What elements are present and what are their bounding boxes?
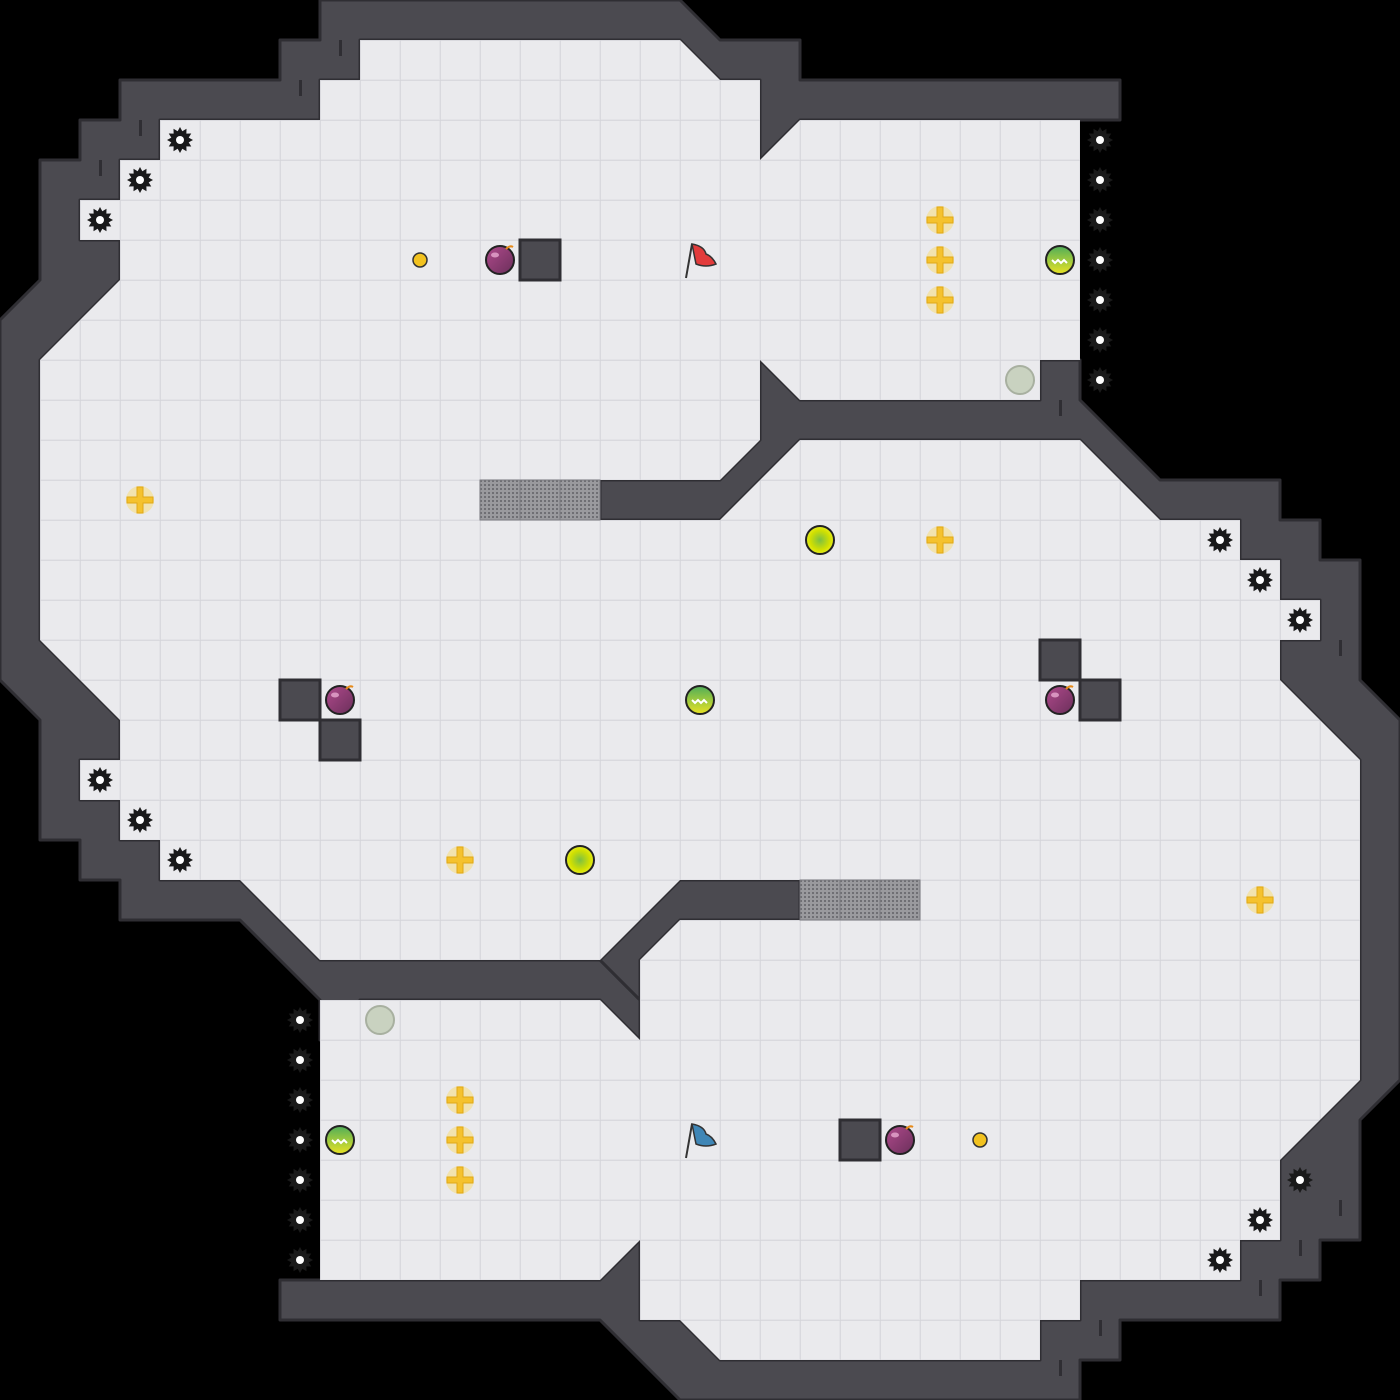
spike-icon (1087, 367, 1113, 393)
wall-block (1078, 678, 1122, 722)
spike-icon (87, 207, 113, 233)
spike-icon (287, 1127, 313, 1153)
spike-icon (1247, 1207, 1273, 1233)
gate-tile (879, 879, 921, 921)
gate-tile (479, 479, 521, 521)
bomb-icon (1045, 685, 1075, 715)
portal-icon (1005, 365, 1035, 395)
bomb-icon (885, 1125, 915, 1155)
team-boost-icon (325, 1125, 355, 1155)
powerup-icon (926, 246, 954, 274)
spike-icon (167, 847, 193, 873)
spike-icon (1247, 567, 1273, 593)
powerup-icon (1246, 886, 1274, 914)
wall-notch (339, 40, 342, 56)
spike-icon (1287, 607, 1313, 633)
team-boost-icon (685, 685, 715, 715)
bomb-icon (485, 245, 515, 275)
wall-notch (139, 120, 142, 136)
gate-tile (799, 879, 841, 921)
wall-notch (1099, 1320, 1102, 1336)
portal-icon (365, 1005, 395, 1035)
spike-icon (1087, 127, 1113, 153)
powerup-icon (926, 286, 954, 314)
spike-icon (287, 1207, 313, 1233)
gate-tile (839, 879, 881, 921)
powerup-icon (446, 1126, 474, 1154)
objects-layer (87, 40, 1342, 1376)
powerup-icon (446, 846, 474, 874)
boost-icon (565, 845, 595, 875)
spike-icon (287, 1247, 313, 1273)
boost-icon (805, 525, 835, 555)
wall-block (318, 718, 362, 762)
spike-icon (1087, 167, 1113, 193)
spike-icon (287, 1087, 313, 1113)
spike-icon (287, 1007, 313, 1033)
gate-tile (559, 479, 601, 521)
powerup-icon (446, 1166, 474, 1194)
bomb-icon (325, 685, 355, 715)
wall-notch (1339, 1200, 1342, 1216)
wall-notch (1299, 1240, 1302, 1256)
spike-icon (1287, 1167, 1313, 1193)
wall-notch (1059, 400, 1062, 416)
wall-notch (99, 160, 102, 176)
wall-notch (299, 80, 302, 96)
spike-icon (1087, 287, 1113, 313)
spike-icon (1087, 327, 1113, 353)
wall-notch (1059, 1360, 1062, 1376)
powerup-icon (126, 486, 154, 514)
gate-tile (519, 479, 561, 521)
spike-icon (1207, 527, 1233, 553)
spike-icon (287, 1167, 313, 1193)
powerup-icon (446, 1086, 474, 1114)
wall-block (838, 1118, 882, 1162)
spike-icon (87, 767, 113, 793)
powerup-icon (926, 526, 954, 554)
spike-icon (127, 807, 153, 833)
wall-notch (1339, 640, 1342, 656)
wall-block (1038, 638, 1082, 682)
wall-notch (1259, 1280, 1262, 1296)
powerup-icon (926, 206, 954, 234)
red-flag-icon (685, 243, 718, 279)
spike-icon (1087, 247, 1113, 273)
toggle-button-icon (972, 1132, 988, 1148)
spike-icon (1087, 207, 1113, 233)
toggle-button-icon (412, 252, 428, 268)
spike-icon (167, 127, 193, 153)
spike-icon (287, 1047, 313, 1073)
wall-block (278, 678, 322, 722)
spike-icon (127, 167, 153, 193)
spike-icon (1207, 1247, 1233, 1273)
blue-flag-icon (685, 1123, 718, 1159)
team-boost-icon (1045, 245, 1075, 275)
wall-block (518, 238, 562, 282)
